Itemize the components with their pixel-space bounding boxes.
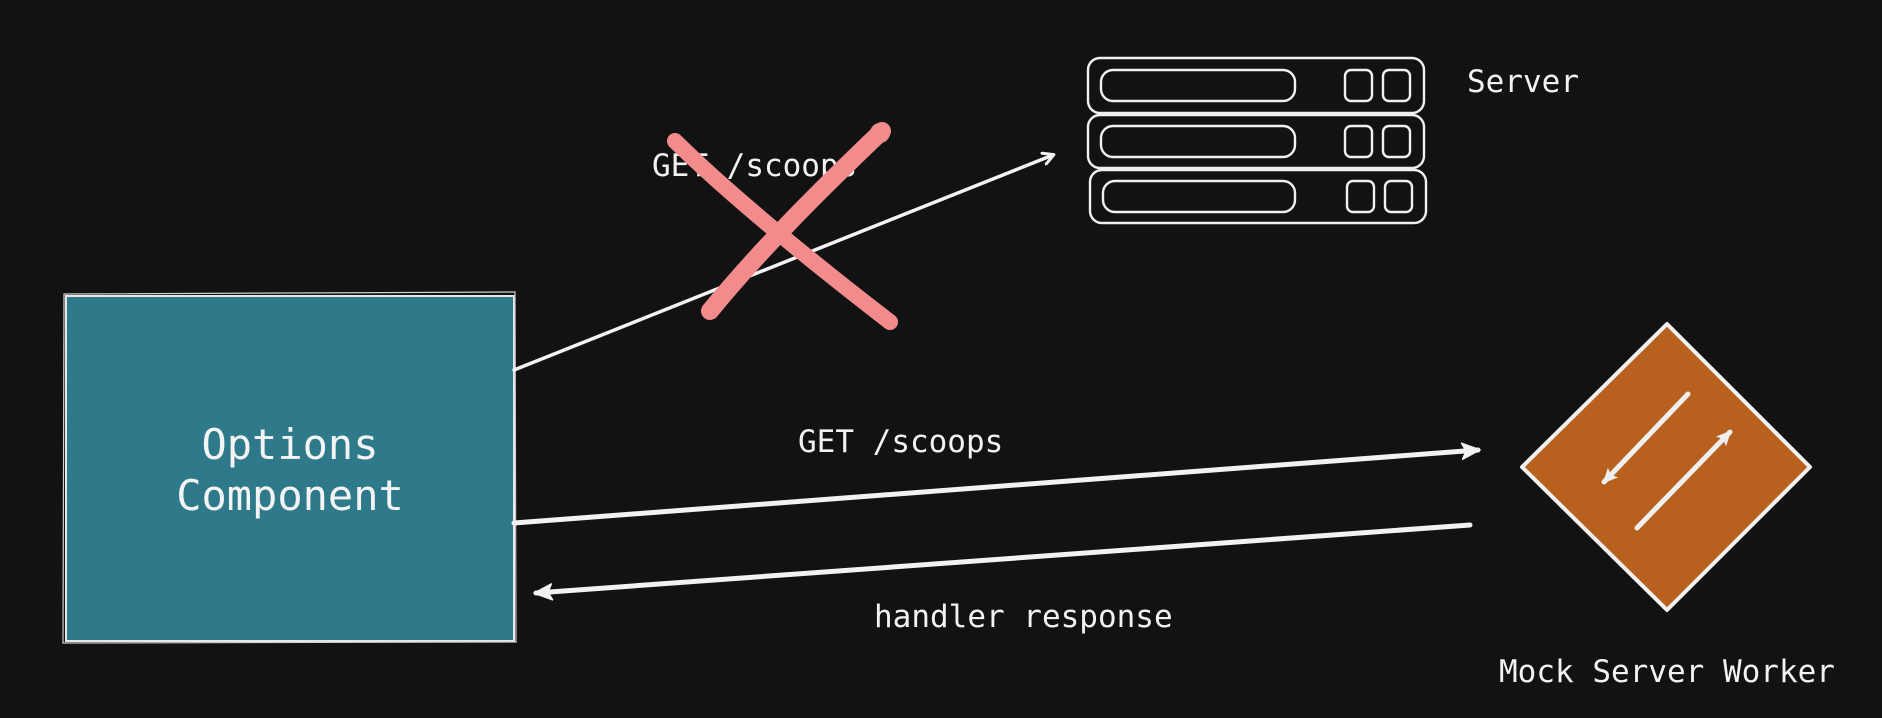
options-component-box: [65, 295, 515, 642]
mock-request-arrow: [511, 442, 1481, 526]
options-component-label-line1: Options: [201, 420, 378, 469]
mock-response-label: handler response: [874, 599, 1173, 635]
server-label: Server: [1467, 64, 1579, 100]
mock-server-worker-node: Mock Server Worker: [1499, 322, 1835, 690]
mock-server-worker-label: Mock Server Worker: [1499, 654, 1835, 690]
mock-response-arrow: [533, 522, 1473, 601]
mock-response-edge: handler response: [533, 522, 1473, 635]
mock-server-worker-diamond: [1520, 322, 1812, 612]
options-component-sketch-border: [62, 291, 517, 644]
bidirectional-arrows-icon: [1601, 391, 1733, 531]
blocked-request-arrow: [512, 155, 1053, 372]
blocked-request-edge: GET /scoops: [512, 122, 1053, 372]
server-node: Server: [1086, 56, 1579, 225]
options-component-node: Options Component: [62, 291, 517, 644]
cross-icon: [667, 122, 898, 330]
options-component-label-line2: Component: [176, 471, 404, 520]
mock-request-label: GET /scoops: [798, 424, 1003, 460]
mock-request-edge: GET /scoops: [511, 424, 1481, 526]
server-rack-icon: [1086, 56, 1428, 225]
